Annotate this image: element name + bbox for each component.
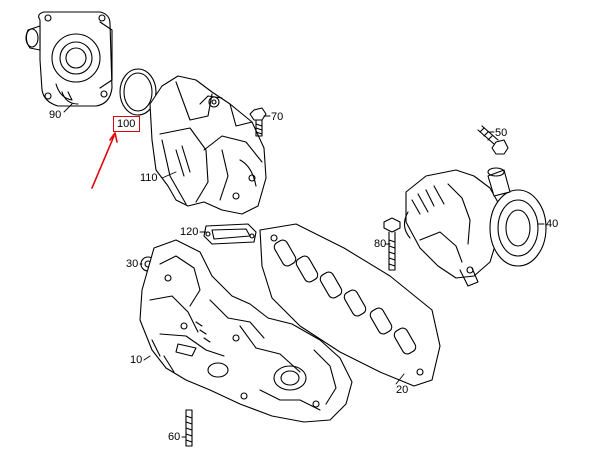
leader-lines bbox=[63, 103, 545, 438]
throttle-body-part bbox=[25, 11, 113, 107]
leader-20 bbox=[395, 373, 405, 385]
gasket-120-part bbox=[203, 223, 257, 245]
callout-30: 30 bbox=[126, 258, 139, 270]
callout-100: 100 bbox=[117, 118, 136, 130]
callout-80: 80 bbox=[374, 238, 387, 250]
callout-120: 120 bbox=[180, 226, 199, 238]
stud-60-part bbox=[185, 409, 193, 447]
manifold-gasket-part bbox=[259, 223, 441, 387]
leader-110 bbox=[161, 171, 177, 179]
egr-cooler-part bbox=[403, 167, 547, 287]
leader-90 bbox=[63, 103, 73, 113]
bolt-50-part bbox=[477, 125, 509, 155]
callout-20: 20 bbox=[396, 384, 409, 396]
callout-60: 60 bbox=[168, 431, 181, 443]
callout-50: 50 bbox=[495, 127, 508, 139]
bolt-80-part bbox=[383, 217, 401, 271]
callout-70: 70 bbox=[271, 111, 284, 123]
seal-ring-part bbox=[119, 68, 157, 116]
intake-manifold-part bbox=[139, 239, 353, 423]
callout-100-highlight-box: 100 bbox=[113, 116, 140, 132]
callout-110: 110 bbox=[140, 172, 158, 184]
callout-90: 90 bbox=[49, 109, 62, 121]
callout-10: 10 bbox=[130, 354, 143, 366]
highlight-arrow bbox=[91, 132, 118, 189]
leader-10 bbox=[143, 355, 151, 361]
callout-40: 40 bbox=[546, 218, 559, 230]
bolt-70-part bbox=[249, 107, 267, 137]
egr-valve-part bbox=[149, 75, 267, 215]
